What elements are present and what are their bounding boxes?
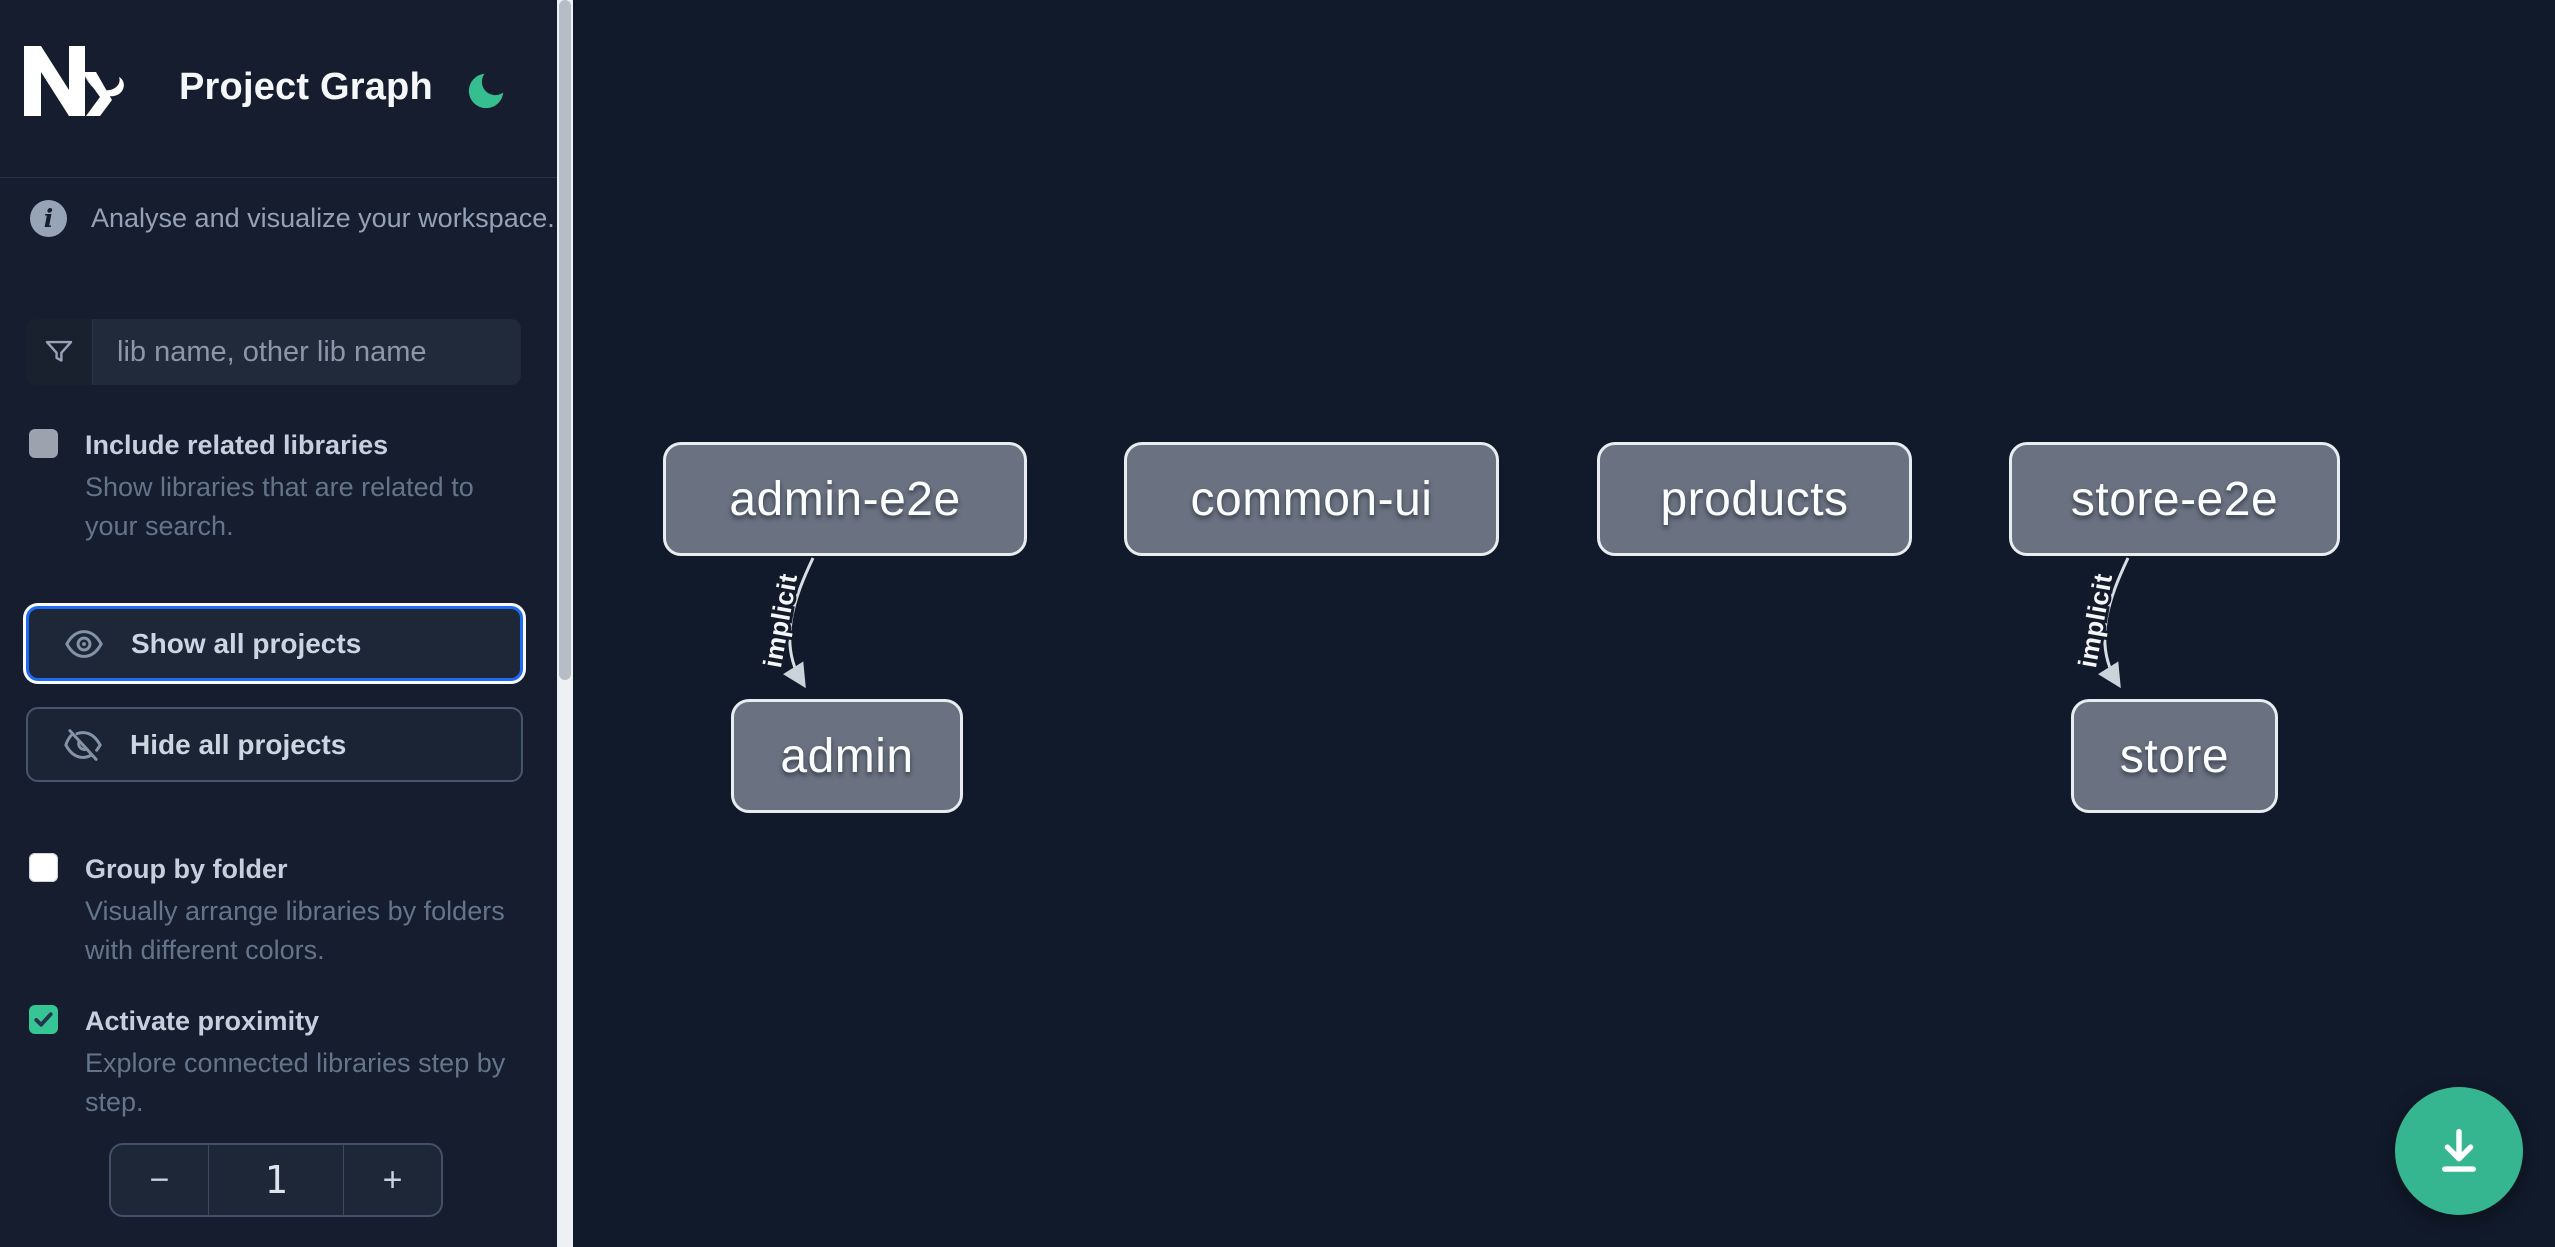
include-related-checkbox[interactable] [29, 429, 58, 458]
proximity-depth-stepper: − 1 + [109, 1143, 443, 1217]
graph-node-products[interactable]: products [1597, 442, 1912, 556]
sidebar-header: Project Graph [0, 0, 557, 178]
decrement-button[interactable]: − [111, 1145, 208, 1215]
tagline-text: Analyse and visualize your workspace. [91, 203, 555, 233]
group-by-folder-checkbox[interactable] [29, 853, 58, 882]
sidebar-scrollbar-thumb[interactable] [559, 0, 571, 680]
stepper-value: 1 [208, 1145, 344, 1215]
edge-label: implicit [2072, 571, 2118, 670]
button-label: Show all projects [131, 627, 362, 659]
app-title: Project Graph [179, 66, 433, 108]
option-description: Explore connected libraries step by step… [85, 1048, 506, 1117]
hide-all-projects-button[interactable]: Hide all projects [26, 707, 523, 782]
eye-icon [65, 629, 103, 658]
graph-node-common-ui[interactable]: common-ui [1124, 442, 1499, 556]
eye-off-icon [64, 728, 102, 761]
checkmark-icon [34, 1012, 53, 1027]
graph-node-store-e2e[interactable]: store-e2e [2009, 442, 2340, 556]
download-graph-button[interactable] [2395, 1087, 2523, 1215]
edge-label: implicit [757, 571, 803, 670]
moon-icon [468, 73, 504, 109]
filter-funnel-icon [26, 319, 93, 385]
nx-logo [24, 46, 124, 116]
activate-proximity-checkbox[interactable] [29, 1005, 58, 1034]
graph-node-admin-e2e[interactable]: admin-e2e [663, 442, 1027, 556]
graph-node-store[interactable]: store [2071, 699, 2278, 813]
edge-store-e2e-store [2097, 557, 2130, 689]
option-label[interactable]: Activate proximity [85, 1006, 320, 1036]
graph-node-admin[interactable]: admin [731, 699, 963, 813]
increment-button[interactable]: + [344, 1145, 441, 1215]
tagline-row: i Analyse and visualize your workspace. [30, 200, 555, 237]
option-label[interactable]: Include related libraries [85, 430, 389, 460]
search-box [26, 319, 521, 385]
info-icon: i [30, 200, 67, 237]
option-description: Show libraries that are related to your … [85, 472, 474, 541]
sidebar: Project Graph i Analyse and visualize yo… [0, 0, 557, 1247]
option-description: Visually arrange libraries by folders wi… [85, 896, 505, 965]
button-label: Hide all projects [130, 728, 347, 760]
option-label[interactable]: Group by folder [85, 854, 288, 884]
edge-admin-e2e-admin [782, 557, 815, 689]
search-input[interactable] [93, 319, 521, 385]
show-all-projects-button[interactable]: Show all projects [26, 606, 523, 681]
sidebar-scrollbar-track [557, 0, 573, 1247]
theme-toggle-button[interactable] [463, 68, 509, 114]
download-icon [2442, 1128, 2476, 1172]
